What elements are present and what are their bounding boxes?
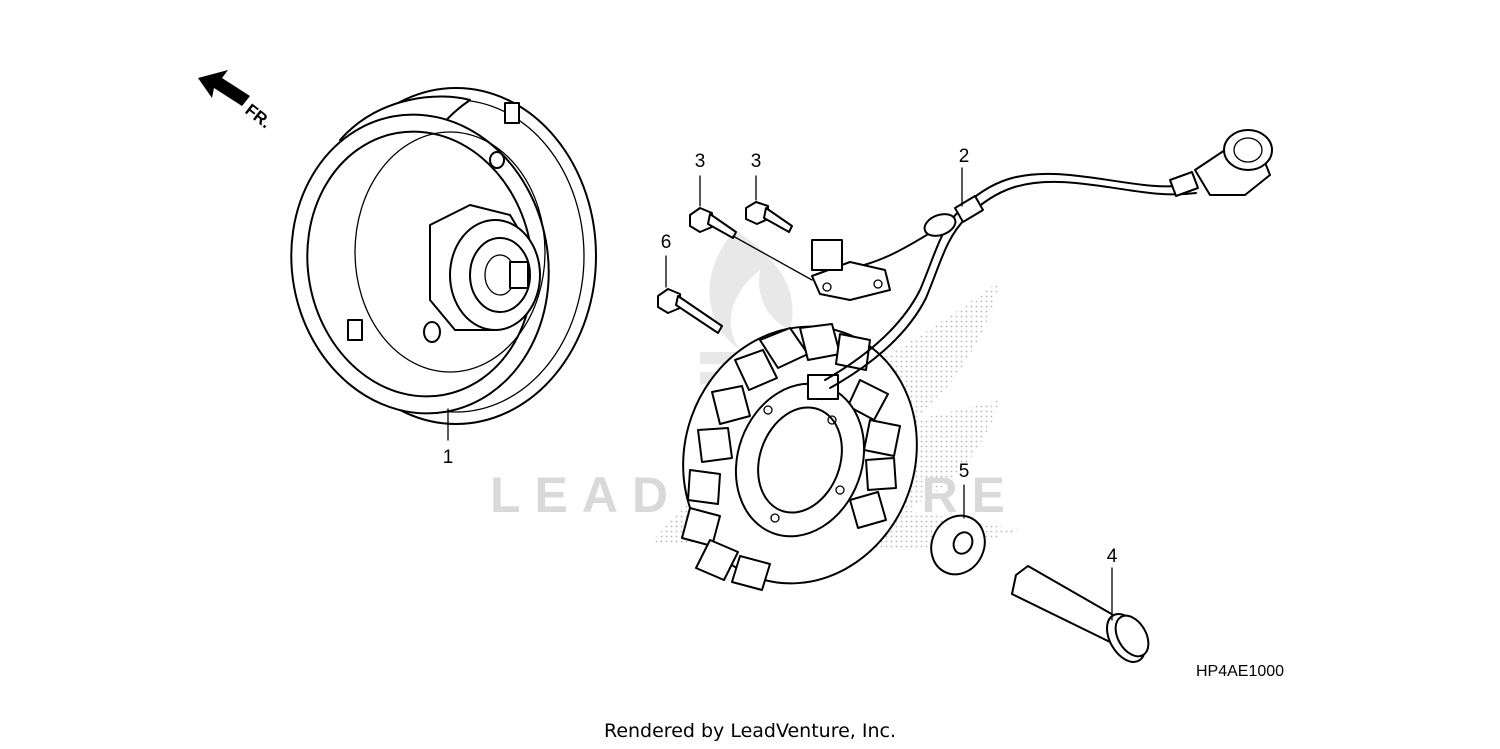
callout-6: 6 xyxy=(661,232,672,253)
callout-3a: 3 xyxy=(695,151,706,172)
front-arrow-icon xyxy=(198,70,250,106)
harness-connector xyxy=(1169,129,1273,197)
bolt-6: 6 xyxy=(657,232,723,334)
pulse-sensor xyxy=(811,239,891,301)
flange-bolt: 4 xyxy=(1011,546,1150,663)
flame-watermark xyxy=(709,230,793,350)
bolt-3b: 3 xyxy=(745,151,793,233)
stator xyxy=(681,323,918,591)
stator-coils xyxy=(681,323,901,591)
washer: 5 xyxy=(930,461,986,576)
front-label: FR. xyxy=(242,100,275,132)
callout-1: 1 xyxy=(443,447,454,468)
callout-5: 5 xyxy=(959,461,970,482)
footer-credit: Rendered by LeadVenture, Inc. xyxy=(604,720,896,742)
stator-wire-harness: 2 xyxy=(811,129,1273,389)
callout-4: 4 xyxy=(1107,546,1118,567)
flywheel: 1 xyxy=(290,87,597,468)
diagram-code: HP4AE1000 xyxy=(1196,663,1284,680)
front-direction-indicator: FR. xyxy=(198,70,275,132)
bolts-group: 3 3 6 xyxy=(657,151,813,334)
bolt-3a: 3 xyxy=(689,151,737,239)
callout-2: 2 xyxy=(959,146,970,167)
callout-3b: 3 xyxy=(751,151,762,172)
